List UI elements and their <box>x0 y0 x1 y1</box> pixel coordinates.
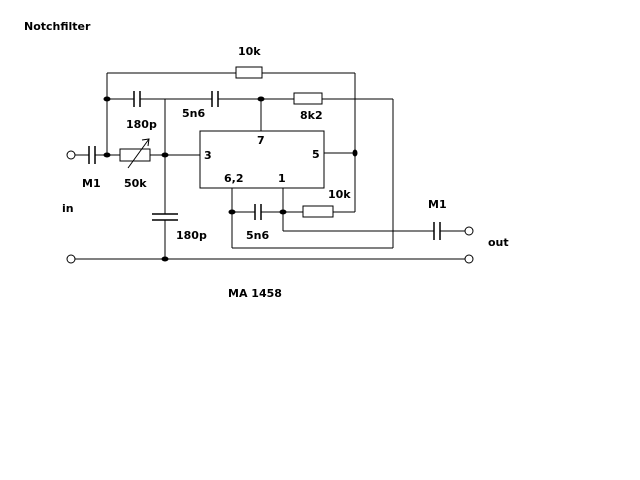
ground-terminal-left <box>66 254 76 264</box>
opamp-box <box>199 130 325 189</box>
potentiometer-50k-label: 50k <box>124 177 147 190</box>
resistor-10k-top-label: 10k <box>238 45 261 58</box>
output-label: out <box>488 236 509 249</box>
potentiometer-50k <box>119 138 151 169</box>
capacitor-180p-shunt <box>152 213 178 221</box>
resistor-10k-bottom-label: 10k <box>328 188 351 201</box>
resistor-8k2-label: 8k2 <box>300 109 323 122</box>
bottom-feedback-wire <box>232 188 465 232</box>
top-feedback-wire <box>106 72 356 212</box>
second-row-wire <box>107 98 394 249</box>
resistor-10k-bottom <box>302 205 334 218</box>
capacitor-m1-output-label: M1 <box>428 198 447 211</box>
diagram-title: Notchfilter <box>24 20 91 33</box>
pin-3-label: 3 <box>204 149 212 162</box>
output-terminal <box>464 226 474 236</box>
resistor-8k2 <box>293 92 323 105</box>
resistor-10k-top <box>235 66 263 79</box>
pin-5-label: 5 <box>312 148 320 161</box>
capacitor-180p-shunt-label: 180p <box>176 229 207 242</box>
input-label: in <box>62 202 74 215</box>
input-terminal <box>66 150 76 160</box>
capacitor-5n6-top-label: 5n6 <box>182 107 205 120</box>
pin-1-label: 1 <box>278 172 286 185</box>
capacitor-180p-top-label: 180p <box>126 118 157 131</box>
chip-label: MA 1458 <box>228 287 282 300</box>
capacitor-m1-input <box>88 146 96 164</box>
capacitor-m1-input-label: M1 <box>82 177 101 190</box>
junction-dots <box>103 96 358 262</box>
ground-terminal-right <box>464 254 474 264</box>
capacitor-5n6-bottom-label: 5n6 <box>246 229 269 242</box>
capacitor-m1-output <box>433 222 441 240</box>
capacitor-5n6-top <box>211 91 219 107</box>
pin-62-label: 6,2 <box>224 172 244 185</box>
capacitor-5n6-bottom <box>254 204 262 220</box>
capacitor-180p-top <box>133 91 141 107</box>
pin-7-label: 7 <box>257 134 265 147</box>
